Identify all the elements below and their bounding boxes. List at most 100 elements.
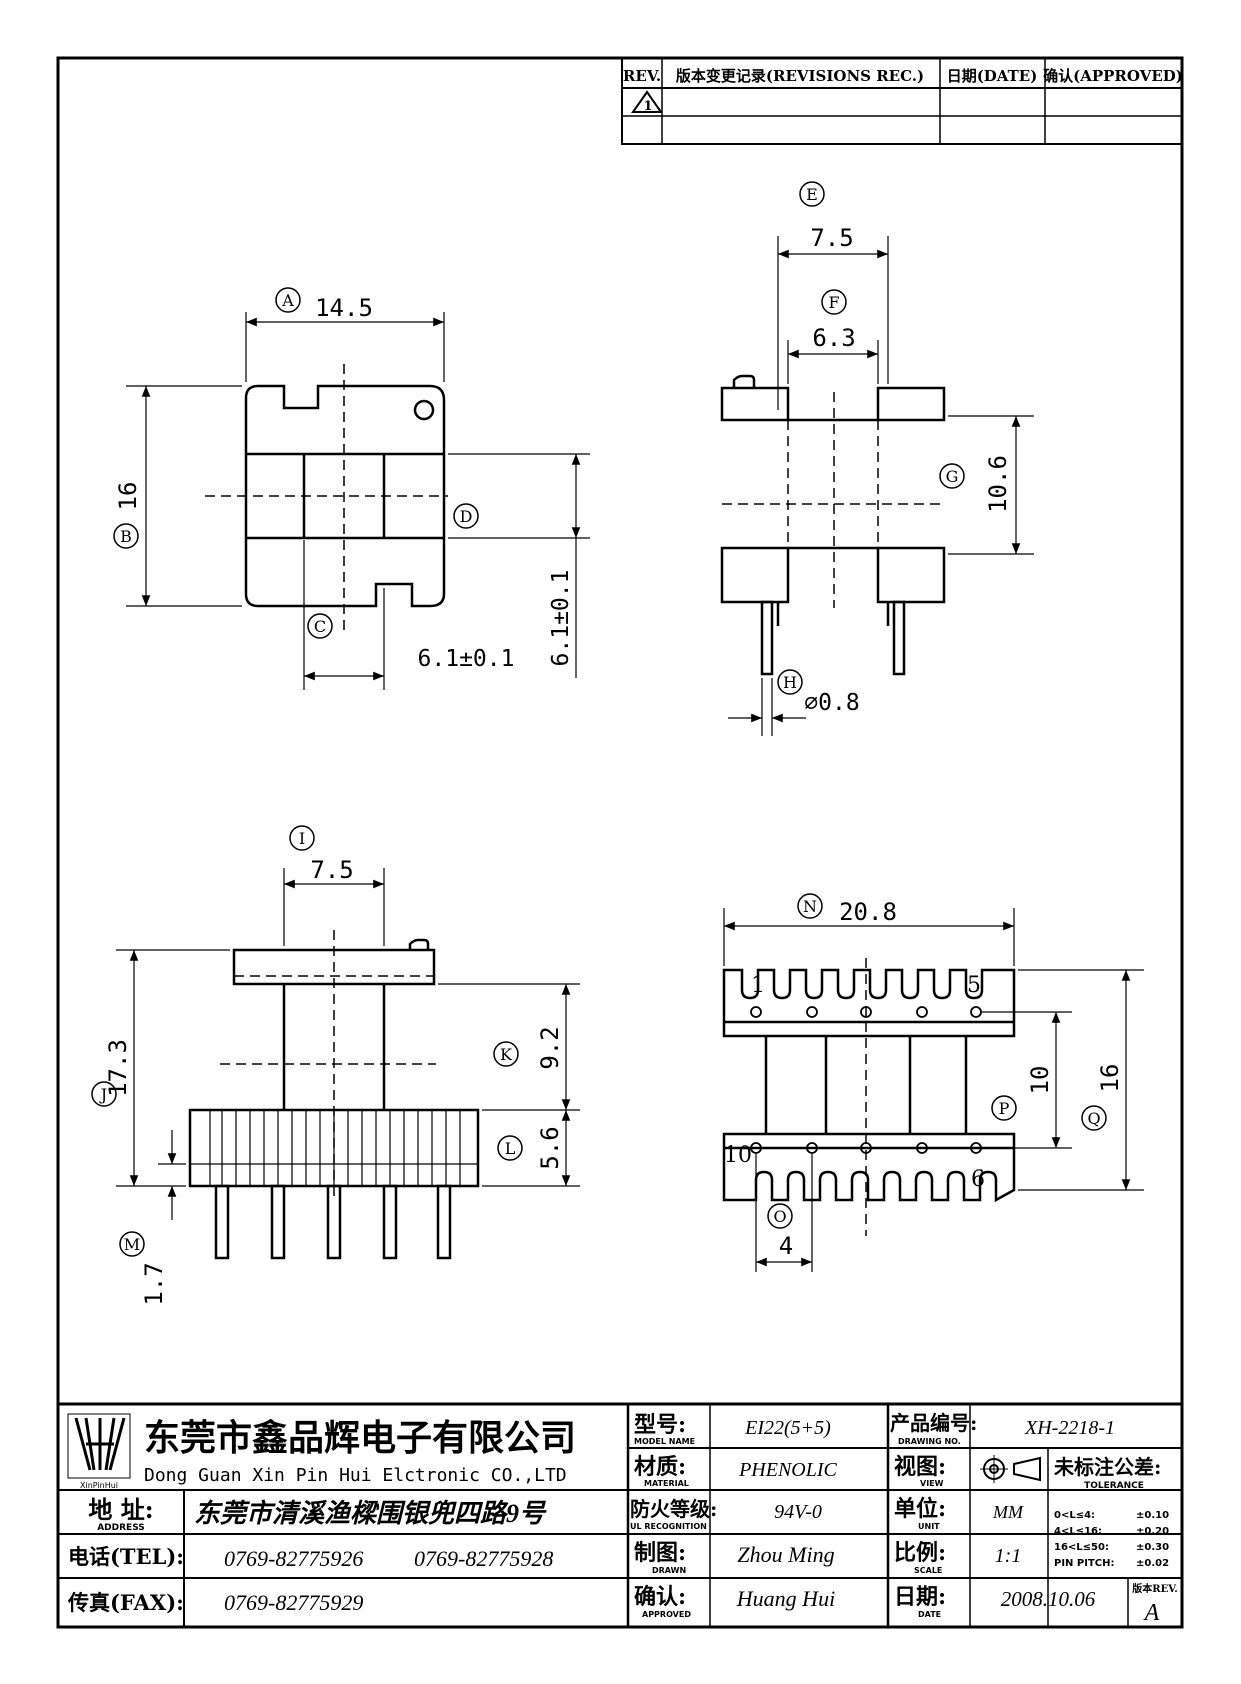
callout-c: C <box>307 613 333 639</box>
model-label-en: MODEL NAME <box>634 1437 695 1446</box>
svg-text:O: O <box>773 1207 786 1226</box>
callout-j: J <box>91 1081 117 1107</box>
callout-e: E <box>799 181 825 207</box>
approved-label-en: APPROVED <box>642 1610 691 1619</box>
date-label: 日期: <box>894 1584 946 1610</box>
address-label: 地 址: <box>88 1495 153 1524</box>
view-label: 视图: <box>894 1454 946 1480</box>
dim-c: 6.1±0.1 <box>418 646 515 672</box>
revision-triangle-icon: 1 <box>631 90 663 114</box>
callout-f: F <box>821 289 847 315</box>
callout-n: N <box>797 893 823 919</box>
top-right-dimension-lines <box>728 236 1034 736</box>
unit-label: 单位: <box>894 1496 946 1522</box>
material-label: 材质: <box>634 1454 686 1480</box>
scale-label: 比例: <box>894 1540 946 1566</box>
top-right-centerlines <box>722 392 944 608</box>
tolerance-table: 0<L≤4: ±0.10 4<L≤16: ±0.20 16<L≤50: ±0.3… <box>1054 1510 1169 1569</box>
dim-e: 7.5 <box>810 224 853 252</box>
svg-text:Q: Q <box>1087 1109 1100 1128</box>
address-label-en: ADDRESS <box>97 1523 145 1533</box>
model-value: EI22(5+5) <box>744 1417 831 1439</box>
bobbin-flange-outline <box>244 384 446 608</box>
lower-flange-left <box>720 546 790 604</box>
lower-flange-outline <box>722 1132 1016 1203</box>
lower-flange-right <box>876 546 946 604</box>
top-right-view <box>720 374 946 676</box>
material-label-en: MATERIAL <box>644 1479 689 1488</box>
dim-h: ⌀0.8 <box>804 690 859 716</box>
drawing-no-label-en: DRAWING NO. <box>898 1437 961 1446</box>
dim-b: 16 <box>114 482 142 511</box>
dim-a: 14.5 <box>315 294 373 322</box>
tolerance-label: 未标注公差: <box>1054 1455 1161 1479</box>
svg-text:I: I <box>299 829 305 848</box>
tolerance-value: ±0.20 <box>1136 1526 1169 1537</box>
scale-label-en: SCALE <box>914 1566 942 1575</box>
top-left-dimension-lines <box>126 312 590 690</box>
tolerance-value: ±0.02 <box>1136 1558 1169 1569</box>
svg-text:C: C <box>314 617 326 636</box>
address-value: 东莞市清溪渔樑围银兜四路9号 <box>194 1499 547 1528</box>
tolerance-range: 0<L≤4: <box>1054 1510 1095 1521</box>
svg-text:D: D <box>460 507 473 526</box>
svg-text:L: L <box>505 1139 516 1158</box>
pin-label-1: 1 <box>751 973 765 998</box>
ul-label-en: UL RECOGNITION <box>630 1522 707 1531</box>
company-name-en: Dong Guan Xin Pin Hui Elctronic CO.,LTD <box>144 1465 567 1486</box>
svg-text:B: B <box>120 527 132 546</box>
bottom-left-centerlines <box>220 930 436 1196</box>
svg-text:XinPinHui: XinPinHui <box>80 1481 118 1490</box>
callout-l: L <box>497 1135 523 1161</box>
rev-header: REV. <box>623 67 661 85</box>
dim-g: 10.6 <box>984 455 1012 513</box>
dim-o: 4 <box>779 1232 793 1260</box>
callout-b: B <box>113 523 139 549</box>
bottom-left-dimension-lines <box>116 868 580 1220</box>
material-value: PHENOLIC <box>738 1459 837 1481</box>
svg-text:K: K <box>500 1045 513 1064</box>
tolerance-range: 4<L≤16: <box>1054 1526 1102 1537</box>
unit-label-en: UNIT <box>918 1522 940 1531</box>
upper-flange-right <box>876 386 946 422</box>
drawn-label-en: DRAWN <box>652 1566 686 1575</box>
dim-j: 17.3 <box>104 1039 132 1097</box>
rev-value: A <box>1143 1600 1160 1626</box>
svg-text:A: A <box>281 291 294 310</box>
svg-text:N: N <box>803 897 817 916</box>
tolerance-value: ±0.30 <box>1136 1542 1169 1553</box>
callout-a: A <box>275 287 301 313</box>
dim-l: 5.6 <box>536 1126 564 1169</box>
dim-k: 9.2 <box>536 1026 564 1069</box>
revision-approved-header: 确认(APPROVED) <box>1043 67 1183 85</box>
svg-text:F: F <box>828 293 839 312</box>
tel-label: 电话(TEL): <box>68 1544 184 1569</box>
callout-d: D <box>453 503 479 529</box>
fax-value: 0769-82775929 <box>224 1590 363 1615</box>
pin-marker-hole <box>413 399 435 421</box>
date-value: 2008.10.06 <box>1001 1587 1096 1611</box>
company-name-cn: 东莞市鑫品辉电子有限公司 <box>144 1417 576 1459</box>
pin-label-5: 5 <box>967 973 981 998</box>
ul-label: 防火等级: <box>630 1497 717 1521</box>
revision-date-header: 日期(DATE) <box>947 67 1038 85</box>
pin-1 <box>214 1184 230 1260</box>
callout-h: H <box>777 669 803 695</box>
callout-p: P <box>991 1095 1017 1121</box>
view-label-en: VIEW <box>920 1479 944 1488</box>
dim-q: 16 <box>1096 1064 1124 1093</box>
company-logo: XinPinHui <box>67 1413 131 1490</box>
revision-record-header: 版本变更记录(REVISIONS REC.) <box>676 67 924 85</box>
ul-value: 94V-0 <box>774 1501 822 1523</box>
dim-d: 6.1±0.1 <box>548 570 574 667</box>
svg-text:H: H <box>783 673 797 692</box>
callout-i: I <box>289 825 315 851</box>
svg-text:P: P <box>999 1099 1010 1118</box>
dim-m: 1.7 <box>140 1262 168 1305</box>
callout-k: K <box>493 1041 519 1067</box>
revision-table <box>621 57 1183 145</box>
pin-2 <box>270 1184 286 1260</box>
pin-5 <box>436 1184 452 1260</box>
dim-p: 10 <box>1026 1066 1054 1095</box>
approved-value: Huang Hui <box>736 1586 835 1611</box>
